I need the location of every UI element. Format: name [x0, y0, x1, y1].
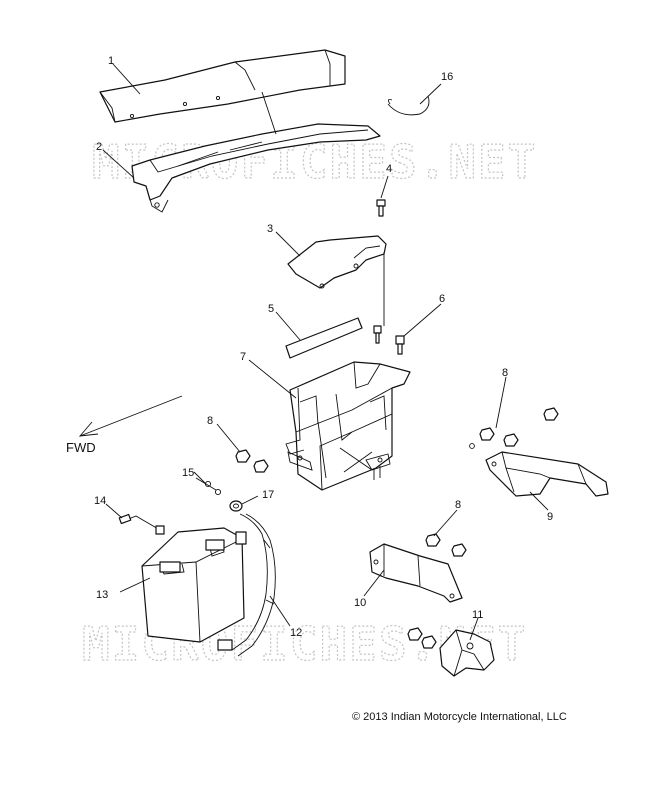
copyright-text: © 2013 Indian Motorcycle International, …: [352, 711, 567, 723]
callout-6: 6: [439, 293, 445, 305]
callout-11: 11: [472, 609, 483, 621]
callout-9: 9: [547, 511, 553, 523]
part-1-upper-cover: [99, 49, 346, 123]
part-8-nut-left: [235, 449, 269, 473]
part-9-bracket: [485, 451, 609, 497]
part-8-nut-right: [469, 407, 559, 449]
callout-8-center: 8: [455, 499, 461, 511]
part-12-harness: [217, 513, 276, 657]
callout-17: 17: [262, 489, 274, 501]
callout-2: 2: [96, 141, 102, 153]
callout-16: 16: [441, 71, 453, 83]
part-5-strap: [285, 317, 363, 359]
callout-3: 3: [267, 223, 273, 235]
part-3-cover-plate: [287, 235, 387, 289]
callouts: 1 2 3 4 5 6 7 8 8 8 9 10 11 12 13 14 15 …: [94, 55, 553, 639]
part-4-bolt: [376, 199, 386, 217]
part-16-clip: [387, 95, 430, 116]
part-10-bracket: [369, 543, 463, 603]
callout-10: 10: [354, 597, 366, 609]
bolt-tray-upper: [373, 325, 382, 344]
leader-lines: [102, 63, 549, 641]
callout-4: 4: [386, 163, 392, 175]
callout-14: 14: [94, 495, 106, 507]
part-2-lower-rail: [131, 123, 381, 213]
part-6-bolt: [395, 335, 405, 355]
part-17-grommet: [229, 500, 243, 512]
callout-8-right: 8: [502, 367, 508, 379]
fwd-label: FWD: [66, 440, 96, 455]
callout-15: 15: [182, 467, 194, 479]
part-11-relay-bracket: [407, 627, 495, 677]
part-14-cable: [118, 513, 165, 535]
callout-5: 5: [268, 303, 274, 315]
fwd-arrow: [78, 395, 183, 437]
callout-12: 12: [290, 627, 302, 639]
part-13-battery: [141, 527, 245, 643]
callout-1: 1: [108, 55, 114, 67]
callout-8-left: 8: [207, 415, 213, 427]
callout-7: 7: [240, 351, 246, 363]
part-7-battery-tray: [285, 361, 411, 491]
callout-13: 13: [96, 589, 108, 601]
part-8-nut-center: [425, 533, 467, 557]
